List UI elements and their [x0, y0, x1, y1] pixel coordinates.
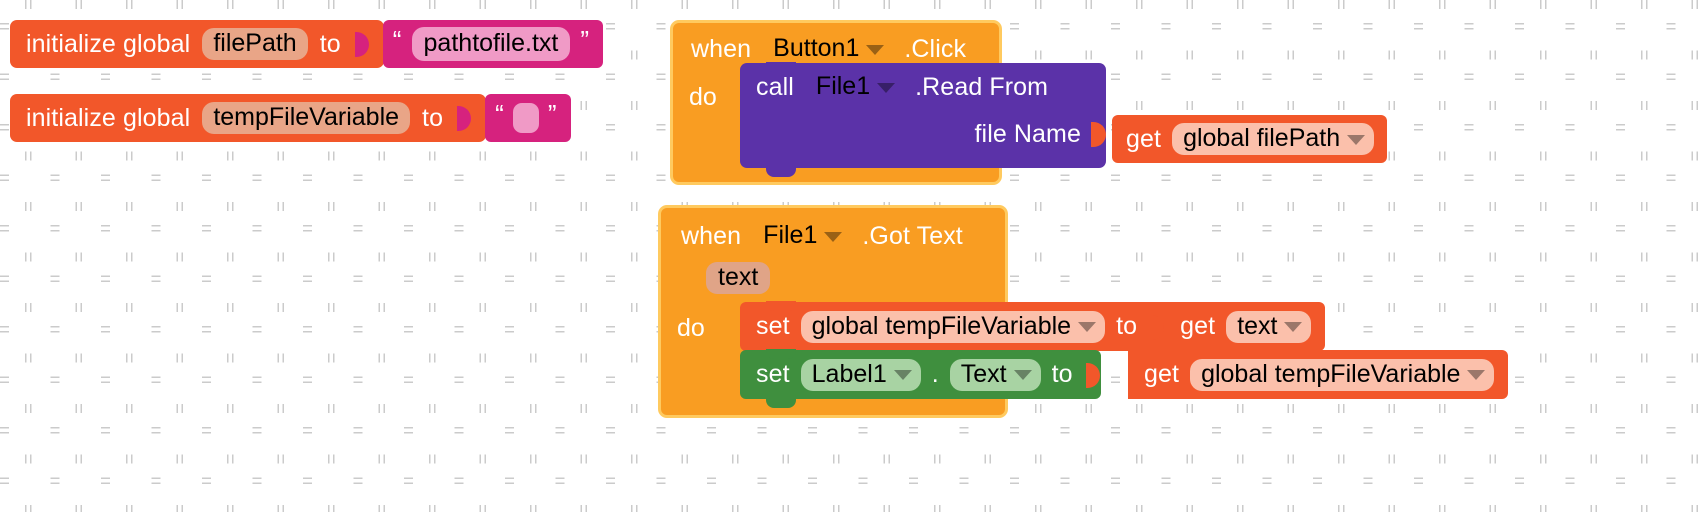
arg-label-filename: file Name	[974, 119, 1081, 148]
component-name: Button1	[773, 34, 860, 62]
chevron-down-icon[interactable]	[1013, 370, 1032, 380]
call-keyword: call	[756, 72, 794, 101]
do-label: do	[677, 314, 705, 342]
method-name: .Read From	[915, 72, 1049, 101]
variable-dropdown-text[interactable]: text	[1226, 310, 1312, 343]
get-keyword: get	[1180, 312, 1216, 340]
chevron-down-icon[interactable]	[1347, 134, 1366, 145]
do-arm: do	[673, 69, 999, 112]
event-header: when File1 .Got Text	[661, 214, 1005, 252]
init-global-body[interactable]: initialize global tempFileVariable to	[10, 94, 487, 142]
init-global-body[interactable]: initialize global filePath to	[10, 20, 384, 68]
block-get-global-filepath[interactable]: get global filePath	[1112, 115, 1388, 163]
component-name: Label1	[811, 359, 887, 388]
component-dropdown-file1[interactable]: File1	[752, 220, 851, 252]
do-arm: do	[661, 314, 1005, 343]
event-param-text[interactable]: text	[706, 262, 771, 294]
bottom-connector-nub	[766, 167, 796, 177]
set-keyword: set	[756, 360, 790, 388]
open-quote-icon: “	[392, 25, 402, 55]
dot-separator: .	[931, 360, 939, 388]
text-string-block-filepath[interactable]: “ pathtofile.txt ”	[382, 20, 604, 68]
value-socket	[455, 94, 472, 142]
variable-name-field[interactable]: filePath	[202, 28, 308, 60]
component-dropdown-file1[interactable]: File1	[805, 71, 904, 103]
block-initialize-global-tempfilevariable[interactable]: initialize global tempFileVariable to “ …	[10, 94, 571, 142]
do-label: do	[689, 83, 717, 111]
when-keyword: when	[681, 221, 742, 250]
value-socket	[1148, 303, 1165, 351]
init-keyword: initialize global	[26, 29, 191, 58]
variable-dropdown-global-filepath[interactable]: global filePath	[1172, 123, 1375, 155]
variable-name: global tempFileVariable	[1201, 359, 1461, 388]
variable-name: global tempFileVariable	[811, 311, 1072, 340]
bottom-connector-nub	[766, 398, 796, 408]
variable-name: text	[1237, 311, 1278, 340]
string-value-field[interactable]	[512, 103, 539, 133]
text-string-block-empty[interactable]: “ ”	[485, 94, 571, 142]
variable-name: global filePath	[1183, 124, 1341, 152]
close-quote-icon: ”	[580, 25, 590, 55]
variable-dropdown-global-tempfilevariable[interactable]: global tempFileVariable	[1190, 358, 1495, 391]
event-name: .Got Text	[862, 221, 963, 250]
event-header: when Button1 .Click	[673, 29, 999, 65]
call-header: call File1 .Read From	[740, 63, 1106, 103]
block-set-label1-text[interactable]: set Label1 . Text to	[740, 349, 1101, 408]
chevron-down-icon[interactable]	[1078, 322, 1097, 332]
when-keyword: when	[691, 34, 752, 63]
top-connector-nub	[766, 349, 796, 359]
string-value-field[interactable]: pathtofile.txt	[411, 27, 571, 61]
chevron-down-icon[interactable]	[877, 82, 896, 93]
top-connector-nub	[766, 62, 796, 72]
chevron-down-icon[interactable]	[866, 44, 885, 55]
top-connector-nub	[766, 301, 796, 311]
chevron-down-icon[interactable]	[893, 370, 912, 380]
block-initialize-global-filepath[interactable]: initialize global filePath to “ pathtofi…	[10, 20, 604, 68]
property-dropdown-text[interactable]: Text	[949, 358, 1041, 391]
close-quote-icon: ”	[547, 99, 557, 129]
component-dropdown-label1[interactable]: Label1	[800, 358, 921, 391]
init-keyword: initialize global	[26, 103, 191, 132]
component-name: File1	[815, 72, 871, 100]
event-name: .Click	[904, 34, 967, 63]
value-socket	[353, 20, 370, 68]
block-set-global-tempfilevariable[interactable]: set global tempFileVariable to get text	[740, 301, 1326, 351]
event-parameter-row: text	[661, 252, 1005, 294]
variable-name-field[interactable]: tempFileVariable	[202, 102, 411, 134]
property-name: Text	[960, 359, 1007, 388]
to-label: to	[422, 103, 444, 132]
value-socket	[1084, 351, 1101, 399]
component-dropdown-button1[interactable]: Button1	[762, 33, 893, 65]
open-quote-icon: “	[495, 99, 504, 129]
arg-value-socket	[1089, 110, 1106, 158]
chevron-down-icon[interactable]	[824, 231, 843, 242]
block-call-file1-read-from[interactable]: call File1 .Read From file Name	[740, 62, 1106, 177]
get-keyword: get	[1144, 360, 1180, 388]
set-keyword: set	[756, 312, 790, 340]
to-label: to	[319, 29, 341, 58]
variable-dropdown-global-tempfilevariable[interactable]: global tempFileVariable	[800, 310, 1106, 343]
component-name: File1	[763, 221, 818, 249]
to-label: to	[1051, 360, 1073, 388]
arg-row-filename: file Name	[740, 103, 1106, 158]
chevron-down-icon[interactable]	[1467, 370, 1486, 380]
to-label: to	[1116, 312, 1138, 340]
block-get-global-tempfilevariable[interactable]: get global tempFileVariable	[1128, 350, 1509, 399]
get-keyword: get	[1126, 124, 1162, 153]
chevron-down-icon[interactable]	[1284, 322, 1303, 332]
